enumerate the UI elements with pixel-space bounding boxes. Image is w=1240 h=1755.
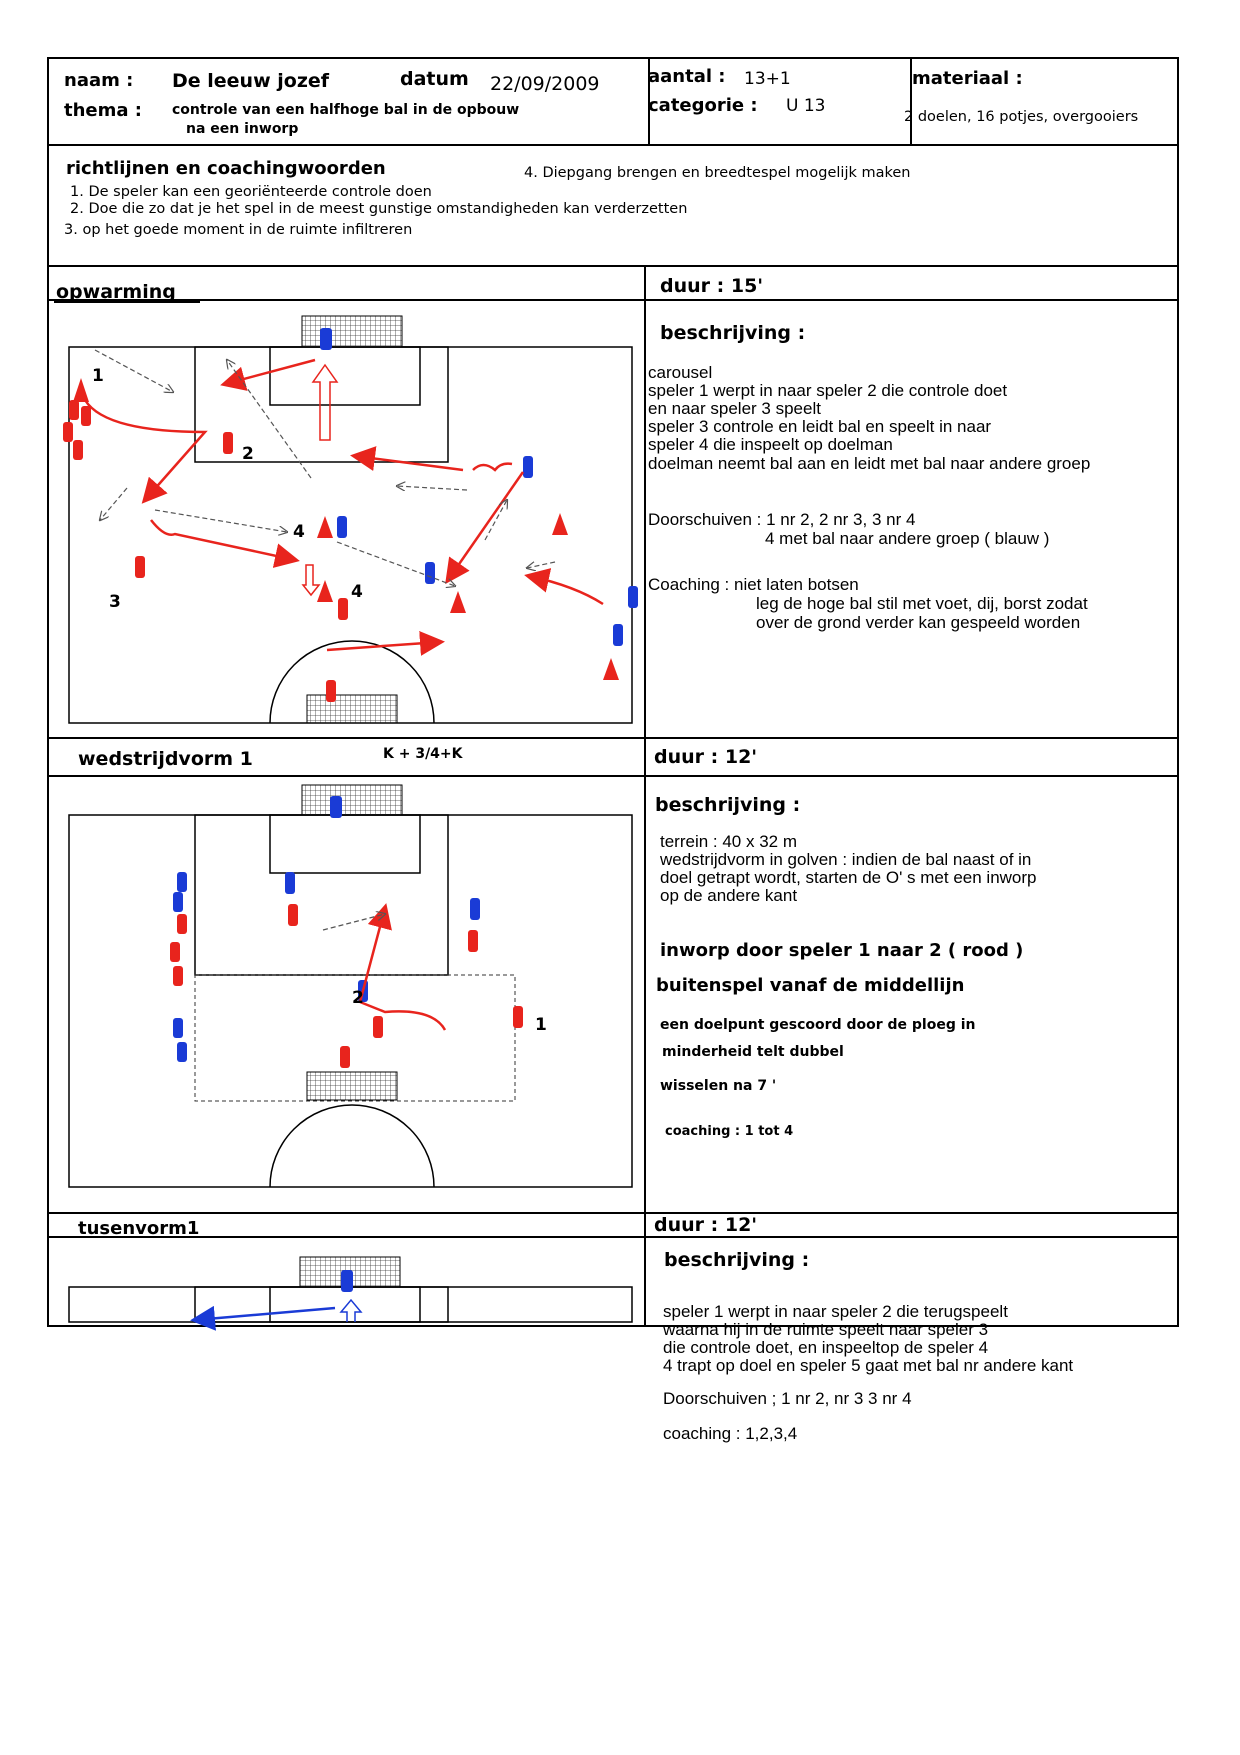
description-title: beschrijving : — [664, 1249, 810, 1271]
goal-net — [301, 784, 403, 816]
count-value: 13+1 — [744, 69, 791, 89]
field-label: 2 — [352, 988, 364, 1008]
name-label: naam : — [64, 70, 134, 91]
theme-line1: controle van een halfhoge bal in de opbo… — [172, 102, 520, 118]
field-label: 2 — [242, 444, 254, 464]
bold-line: inworp door speler 1 naar 2 ( rood ) — [660, 940, 1024, 961]
description-line: speler 4 die inspeelt op doelman — [648, 435, 893, 454]
description-line: 4 trapt op doel en speler 5 gaat met bal… — [663, 1356, 1074, 1375]
goal-net — [301, 315, 403, 348]
description-line: en naar speler 3 speelt — [648, 399, 821, 418]
description-line: speler 3 controle en leidt bal en speelt… — [648, 417, 992, 436]
shift-line: Doorschuiven ; 1 nr 2, nr 3 3 nr 4 — [663, 1389, 912, 1408]
theme-label: thema : — [64, 100, 142, 121]
goal-net — [306, 694, 398, 724]
name-value: De leeuw jozef — [172, 70, 330, 92]
description-line: op de andere kant — [660, 886, 798, 905]
coaching-line: coaching : 1,2,3,4 — [663, 1424, 798, 1443]
description-line: doel getrapt wordt, starten de O' s met … — [660, 868, 1037, 887]
coaching-line: Coaching : niet laten botsen — [648, 575, 859, 594]
category-label: categorie : — [648, 95, 758, 116]
description-line: doelman neemt bal aan en leidt met bal n… — [648, 454, 1091, 473]
coaching-line-2: leg de hoge bal stil met voet, dij, bors… — [756, 594, 1088, 613]
description-line: waarna hij in de ruimte speelt naar spel… — [663, 1320, 989, 1339]
guideline-2: 2. Doe die zo dat je het spel in de mees… — [70, 201, 688, 217]
field-label: 3 — [109, 592, 121, 612]
material-value: 2 doelen, 16 potjes, overgooiers — [904, 109, 1139, 125]
bold-line: een doelpunt gescoord door de ploeg in — [660, 1017, 976, 1033]
guidelines-title: richtlijnen en coachingwoorden — [66, 158, 386, 179]
bold-line: minderheid telt dubbel — [662, 1044, 844, 1060]
count-label: aantal : — [648, 66, 726, 87]
duration: duur : 12' — [654, 1214, 758, 1236]
shift-line: Doorschuiven : 1 nr 2, 2 nr 3, 3 nr 4 — [648, 510, 916, 529]
description-line: speler 1 werpt in naar speler 2 die cont… — [648, 381, 1008, 400]
description-line: carousel — [648, 363, 713, 382]
date-value: 22/09/2009 — [490, 73, 600, 95]
guideline-3: 3. op het goede moment in de ruimte infi… — [64, 222, 413, 238]
coaching-line-3: over de grond verder kan gespeeld worden — [756, 613, 1081, 632]
shift-line-2: 4 met bal naar andere groep ( blauw ) — [765, 529, 1050, 548]
field-label: 4 — [351, 582, 363, 602]
duration: duur : 12' — [654, 746, 758, 768]
field-label: 1 — [92, 366, 104, 386]
description-line: speler 1 werpt in naar speler 2 die teru… — [663, 1302, 1008, 1321]
section-title: tusenvorm1 — [78, 1218, 200, 1239]
description-title: beschrijving : — [660, 322, 806, 344]
field-label: 1 — [535, 1015, 547, 1035]
section-title: wedstrijdvorm 1 — [78, 748, 253, 770]
duration: duur : 15' — [660, 275, 764, 297]
guideline-1: 1. De speler kan een georiënteerde contr… — [70, 184, 432, 200]
goal-net — [306, 1071, 398, 1101]
bold-line: wisselen na 7 ' — [660, 1078, 777, 1094]
description-line: wedstrijdvorm in golven : indien de bal … — [660, 850, 1032, 869]
field-diagram-opwarming — [63, 315, 638, 724]
field-label: 4 — [293, 522, 305, 542]
date-label: datum — [400, 68, 469, 90]
section-title: opwarming — [56, 281, 176, 303]
description-line: terrein : 40 x 32 m — [660, 832, 798, 851]
field-diagram-wedstrijdvorm — [68, 784, 633, 1188]
section-subtitle: K + 3/4+K — [383, 746, 463, 762]
field-diagram-tusenvorm — [68, 1256, 633, 1331]
guideline-4: 4. Diepgang brengen en breedtespel mogel… — [524, 165, 911, 181]
description-line: die controle doet, en inspeeltop de spel… — [663, 1338, 989, 1357]
coaching-line: coaching : 1 tot 4 — [665, 1124, 794, 1139]
description-title: beschrijving : — [655, 794, 801, 816]
theme-line2: na een inworp — [186, 121, 299, 137]
category-value: U 13 — [786, 96, 826, 116]
material-label: materiaal : — [912, 68, 1023, 89]
bold-line: buitenspel vanaf de middellijn — [656, 975, 965, 996]
